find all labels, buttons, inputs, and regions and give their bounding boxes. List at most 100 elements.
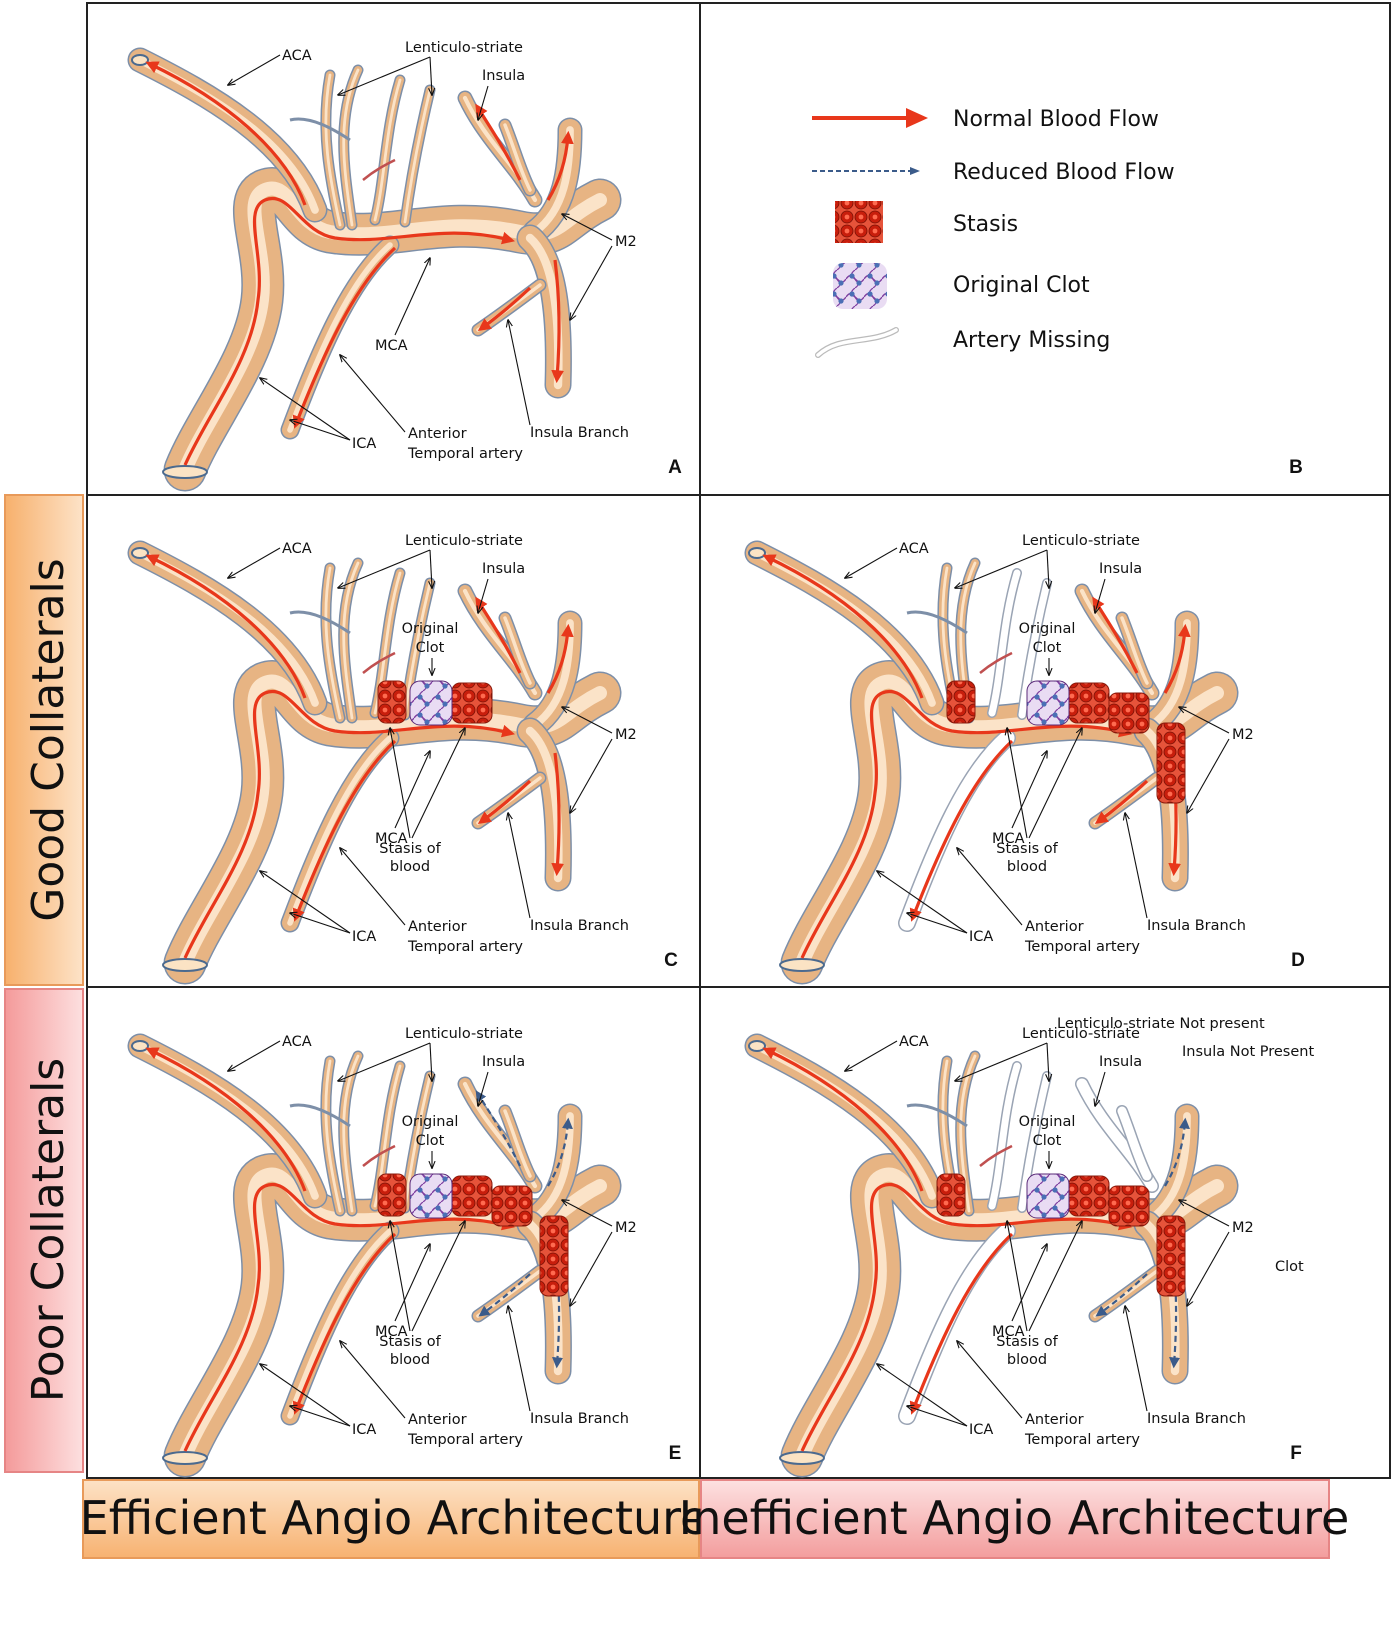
label-pointer — [562, 214, 613, 241]
label-pointer — [260, 1364, 351, 1427]
label-clot: Clot — [416, 640, 445, 656]
label-pointer — [1028, 1221, 1082, 1332]
ica-opening — [779, 1451, 825, 1465]
label-mca: MCA — [375, 1324, 408, 1340]
label-pointer — [957, 848, 1023, 926]
normal-flow-insula-branch — [477, 286, 532, 331]
label-stasis-of: Stasis of — [379, 841, 441, 857]
stasis-region — [377, 1173, 407, 1217]
label-insula: Insula — [1099, 1054, 1142, 1070]
label-temporal-artery: Temporal artery — [1024, 939, 1140, 955]
label-pointer — [340, 1341, 406, 1419]
insula-vessel-2 — [498, 1104, 537, 1183]
normal-flow-temporal — [909, 739, 1014, 922]
label-lenticulo-striate: Lenticulo-striate — [405, 533, 523, 549]
row-label-good-text: Good Collaterals — [23, 558, 74, 921]
label-ica: ICA — [969, 1422, 993, 1438]
label-ica: ICA — [352, 436, 376, 452]
label-aca: ACA — [282, 48, 312, 64]
label-ica: ICA — [969, 929, 993, 945]
anterior-temporal-vessel — [280, 1221, 400, 1426]
label-anterior: Anterior — [1025, 1412, 1084, 1428]
panel-letter: C — [664, 950, 678, 971]
stasis-region — [936, 1173, 966, 1217]
label-insula: Insula — [1099, 561, 1142, 577]
label-blood: blood — [390, 859, 430, 875]
m2-lower-vessel — [516, 717, 572, 892]
label-mca: MCA — [992, 831, 1025, 847]
lenticulo-striate-vessel-2 — [987, 1061, 1022, 1211]
label-pointer — [390, 1221, 411, 1332]
row-label-poor-text: Poor Collaterals — [23, 1058, 74, 1402]
anterior-temporal-vessel — [280, 235, 400, 440]
legend-artery-missing: Artery Missing — [815, 327, 1110, 358]
label-pointer — [1187, 1231, 1230, 1306]
label-insula-branch: Insula Branch — [530, 425, 629, 441]
label-pointer — [394, 258, 430, 336]
anterior-temporal-vessel — [280, 728, 400, 933]
legend-stasis: Stasis — [835, 201, 1018, 243]
label-pointer — [1007, 728, 1028, 839]
label-mca: MCA — [375, 338, 408, 354]
label-pointer — [338, 549, 431, 588]
column-label-efficient: Efficient Angio Architecture — [80, 1479, 708, 1559]
normal-flow-temporal — [292, 1232, 397, 1415]
label-pointer — [955, 1042, 1048, 1081]
m2-upper-vessel — [1139, 1103, 1200, 1231]
label-pointer — [562, 1200, 613, 1227]
aca-opening — [131, 54, 149, 66]
label-insula: Insula — [482, 561, 525, 577]
stasis-region — [946, 680, 976, 724]
aca-opening — [131, 547, 149, 559]
insula-vessel-2 — [498, 611, 537, 690]
label-pointer — [562, 707, 613, 734]
label-pointer — [570, 245, 613, 320]
legend-artery-missing-label: Artery Missing — [953, 328, 1110, 353]
collateral-twig — [362, 651, 396, 674]
normal-flow-trunk — [183, 1182, 515, 1452]
label-lenticulo-striate: Lenticulo-striate — [405, 40, 523, 56]
anterior-temporal-vessel — [898, 1222, 1016, 1425]
m2-upper-vessel — [522, 1103, 583, 1231]
panel-letter: D — [1291, 950, 1305, 971]
label-insula-branch: Insula Branch — [530, 1411, 629, 1427]
collateral-twig — [979, 651, 1013, 674]
lenticulo-striate-vessel-0 — [320, 69, 346, 231]
stasis-region — [451, 1175, 493, 1217]
label-original: Original — [402, 621, 459, 637]
m2-upper-vessel — [522, 117, 583, 245]
normal-flow-trunk — [800, 1182, 1132, 1452]
normal-flow-aca — [145, 1047, 307, 1192]
lenticulo-striate-vessel-1 — [338, 1050, 364, 1217]
normal-flow-temporal — [292, 739, 397, 922]
normal-flow-aca — [145, 554, 307, 699]
label-original: Original — [1019, 1114, 1076, 1130]
legend-reduced-flow-label: Reduced Blood Flow — [953, 160, 1175, 185]
label-pointer — [1011, 751, 1047, 829]
panel-letter: F — [1290, 1443, 1302, 1464]
ica-opening — [162, 958, 208, 972]
normal-flow-m2-lower — [551, 752, 564, 877]
label-original: Original — [1019, 621, 1076, 637]
lenticulo-striate-vessel-1 — [338, 557, 364, 724]
normal-flow-m2-upper — [546, 130, 574, 201]
label-pointer — [290, 420, 351, 441]
panel-letter-b: B — [1289, 457, 1303, 478]
label-aca: ACA — [282, 1034, 312, 1050]
label-anterior: Anterior — [408, 426, 467, 442]
lenticulo-striate-vessel-2 — [987, 568, 1022, 718]
label-pointer — [1125, 813, 1148, 919]
lenticulo-striate-vessel-0 — [320, 1055, 346, 1217]
stasis-region — [539, 1215, 569, 1297]
normal-flow-m2-lower — [551, 259, 564, 384]
collateral-twig — [362, 1144, 396, 1167]
label-original: Original — [402, 1114, 459, 1130]
label-pointer — [508, 813, 531, 919]
aca-opening — [748, 1040, 766, 1052]
collateral-twig — [289, 1103, 351, 1128]
stasis-icon — [835, 201, 883, 243]
ica-opening — [162, 1451, 208, 1465]
